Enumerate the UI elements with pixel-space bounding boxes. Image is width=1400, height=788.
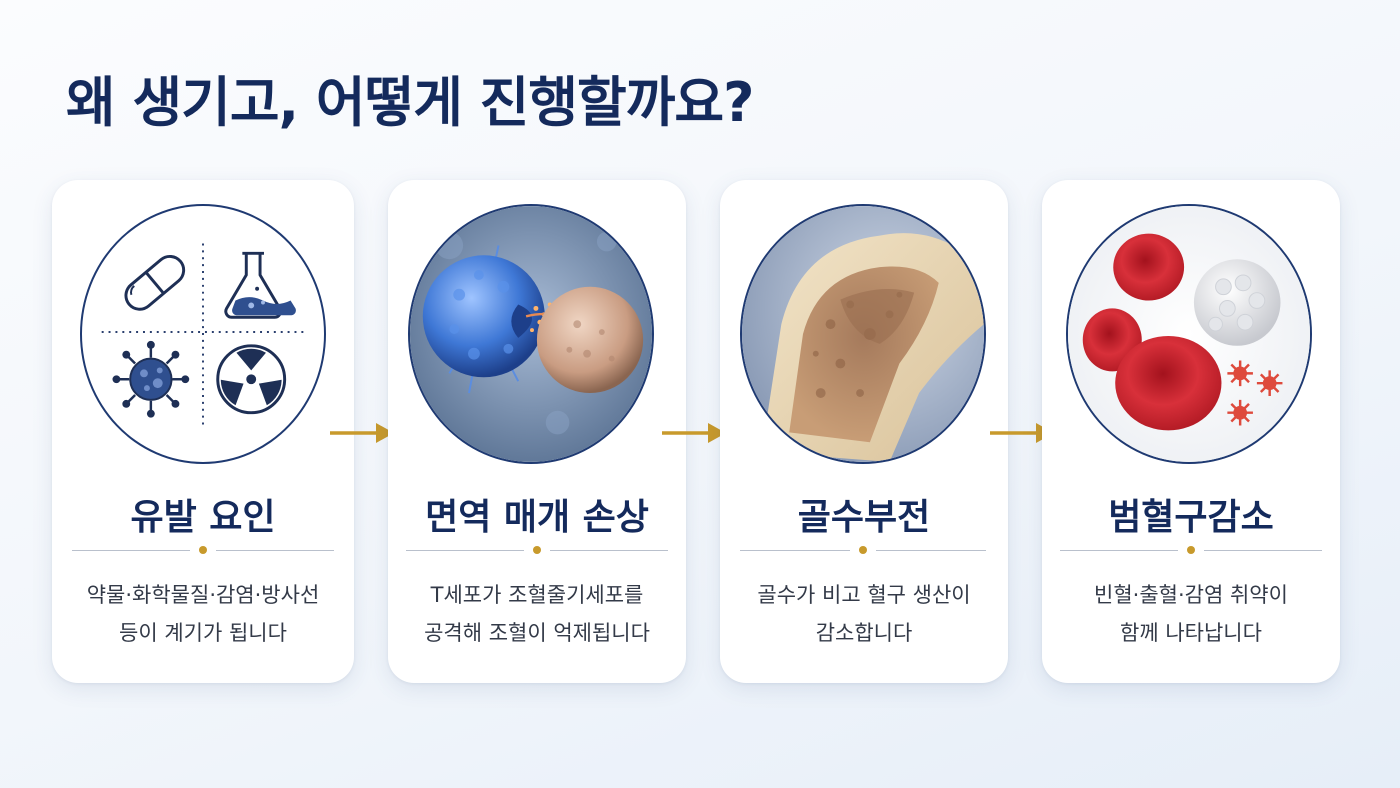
pill-icon xyxy=(124,254,186,311)
step-title: 범혈구감소 xyxy=(1108,497,1274,538)
step-card-immune-damage: 면역 매개 손상 T세포가 조혈줄기세포를 공격해 조혈이 억제됩니다 xyxy=(388,180,686,683)
description-line: 골수가 비고 혈구 생산이 xyxy=(757,583,971,607)
step-card-pancytopenia: 범혈구감소 빈혈·출혈·감염 취약이 함께 나타납니다 xyxy=(1042,180,1340,683)
description-line: 함께 나타납니다 xyxy=(1120,621,1262,645)
description-line: 감소합니다 xyxy=(815,621,913,645)
step-title: 골수부전 xyxy=(797,497,931,538)
page-title: 왜 생기고, 어떻게 진행할까요? xyxy=(66,71,754,134)
step-card-marrow-failure: 골수부전 골수가 비고 혈구 생산이 감소합니다 xyxy=(720,180,1008,683)
step-divider xyxy=(406,546,668,554)
marrow-illustration-circle xyxy=(740,204,986,464)
divider-dot xyxy=(859,546,867,554)
step-title: 면역 매개 손상 xyxy=(425,497,649,538)
radiation-icon xyxy=(216,344,287,415)
immune-illustration-circle xyxy=(408,204,654,464)
bone-marrow-illustration xyxy=(742,206,984,462)
blood-cells-illustration xyxy=(1068,206,1310,462)
description-line: 빈혈·출혈·감염 취약이 xyxy=(1094,583,1288,607)
step-title: 유발 요인 xyxy=(130,497,276,538)
step-divider xyxy=(740,546,986,554)
flow-arrow-icon xyxy=(662,423,726,443)
blood-cells-illustration-circle xyxy=(1066,204,1312,464)
divider-dot xyxy=(1187,546,1195,554)
virus-icon xyxy=(112,340,190,418)
divider-dot xyxy=(533,546,541,554)
triggers-icon-grid xyxy=(101,243,305,429)
divider-dot xyxy=(199,546,207,554)
step-description: 약물·화학물질·감염·방사선 등이 계기가 됩니다 xyxy=(52,576,354,652)
step-description: 빈혈·출혈·감염 취약이 함께 나타납니다 xyxy=(1042,576,1340,652)
step-divider xyxy=(72,546,334,554)
step-description: 골수가 비고 혈구 생산이 감소합니다 xyxy=(720,576,1008,652)
step-description: T세포가 조혈줄기세포를 공격해 조혈이 억제됩니다 xyxy=(388,576,686,652)
t-cell-attack-illustration xyxy=(410,206,652,462)
triggers-icon-circle xyxy=(80,204,326,464)
description-line: T세포가 조혈줄기세포를 xyxy=(430,583,644,607)
description-line: 등이 계기가 됩니다 xyxy=(119,621,287,645)
flask-icon xyxy=(224,251,296,319)
flow-arrow-icon xyxy=(330,423,394,443)
step-divider xyxy=(1060,546,1322,554)
step-card-triggers: 유발 요인 약물·화학물질·감염·방사선 등이 계기가 됩니다 xyxy=(52,180,354,683)
description-line: 약물·화학물질·감염·방사선 xyxy=(86,583,320,607)
description-line: 공격해 조혈이 억제됩니다 xyxy=(424,621,650,645)
